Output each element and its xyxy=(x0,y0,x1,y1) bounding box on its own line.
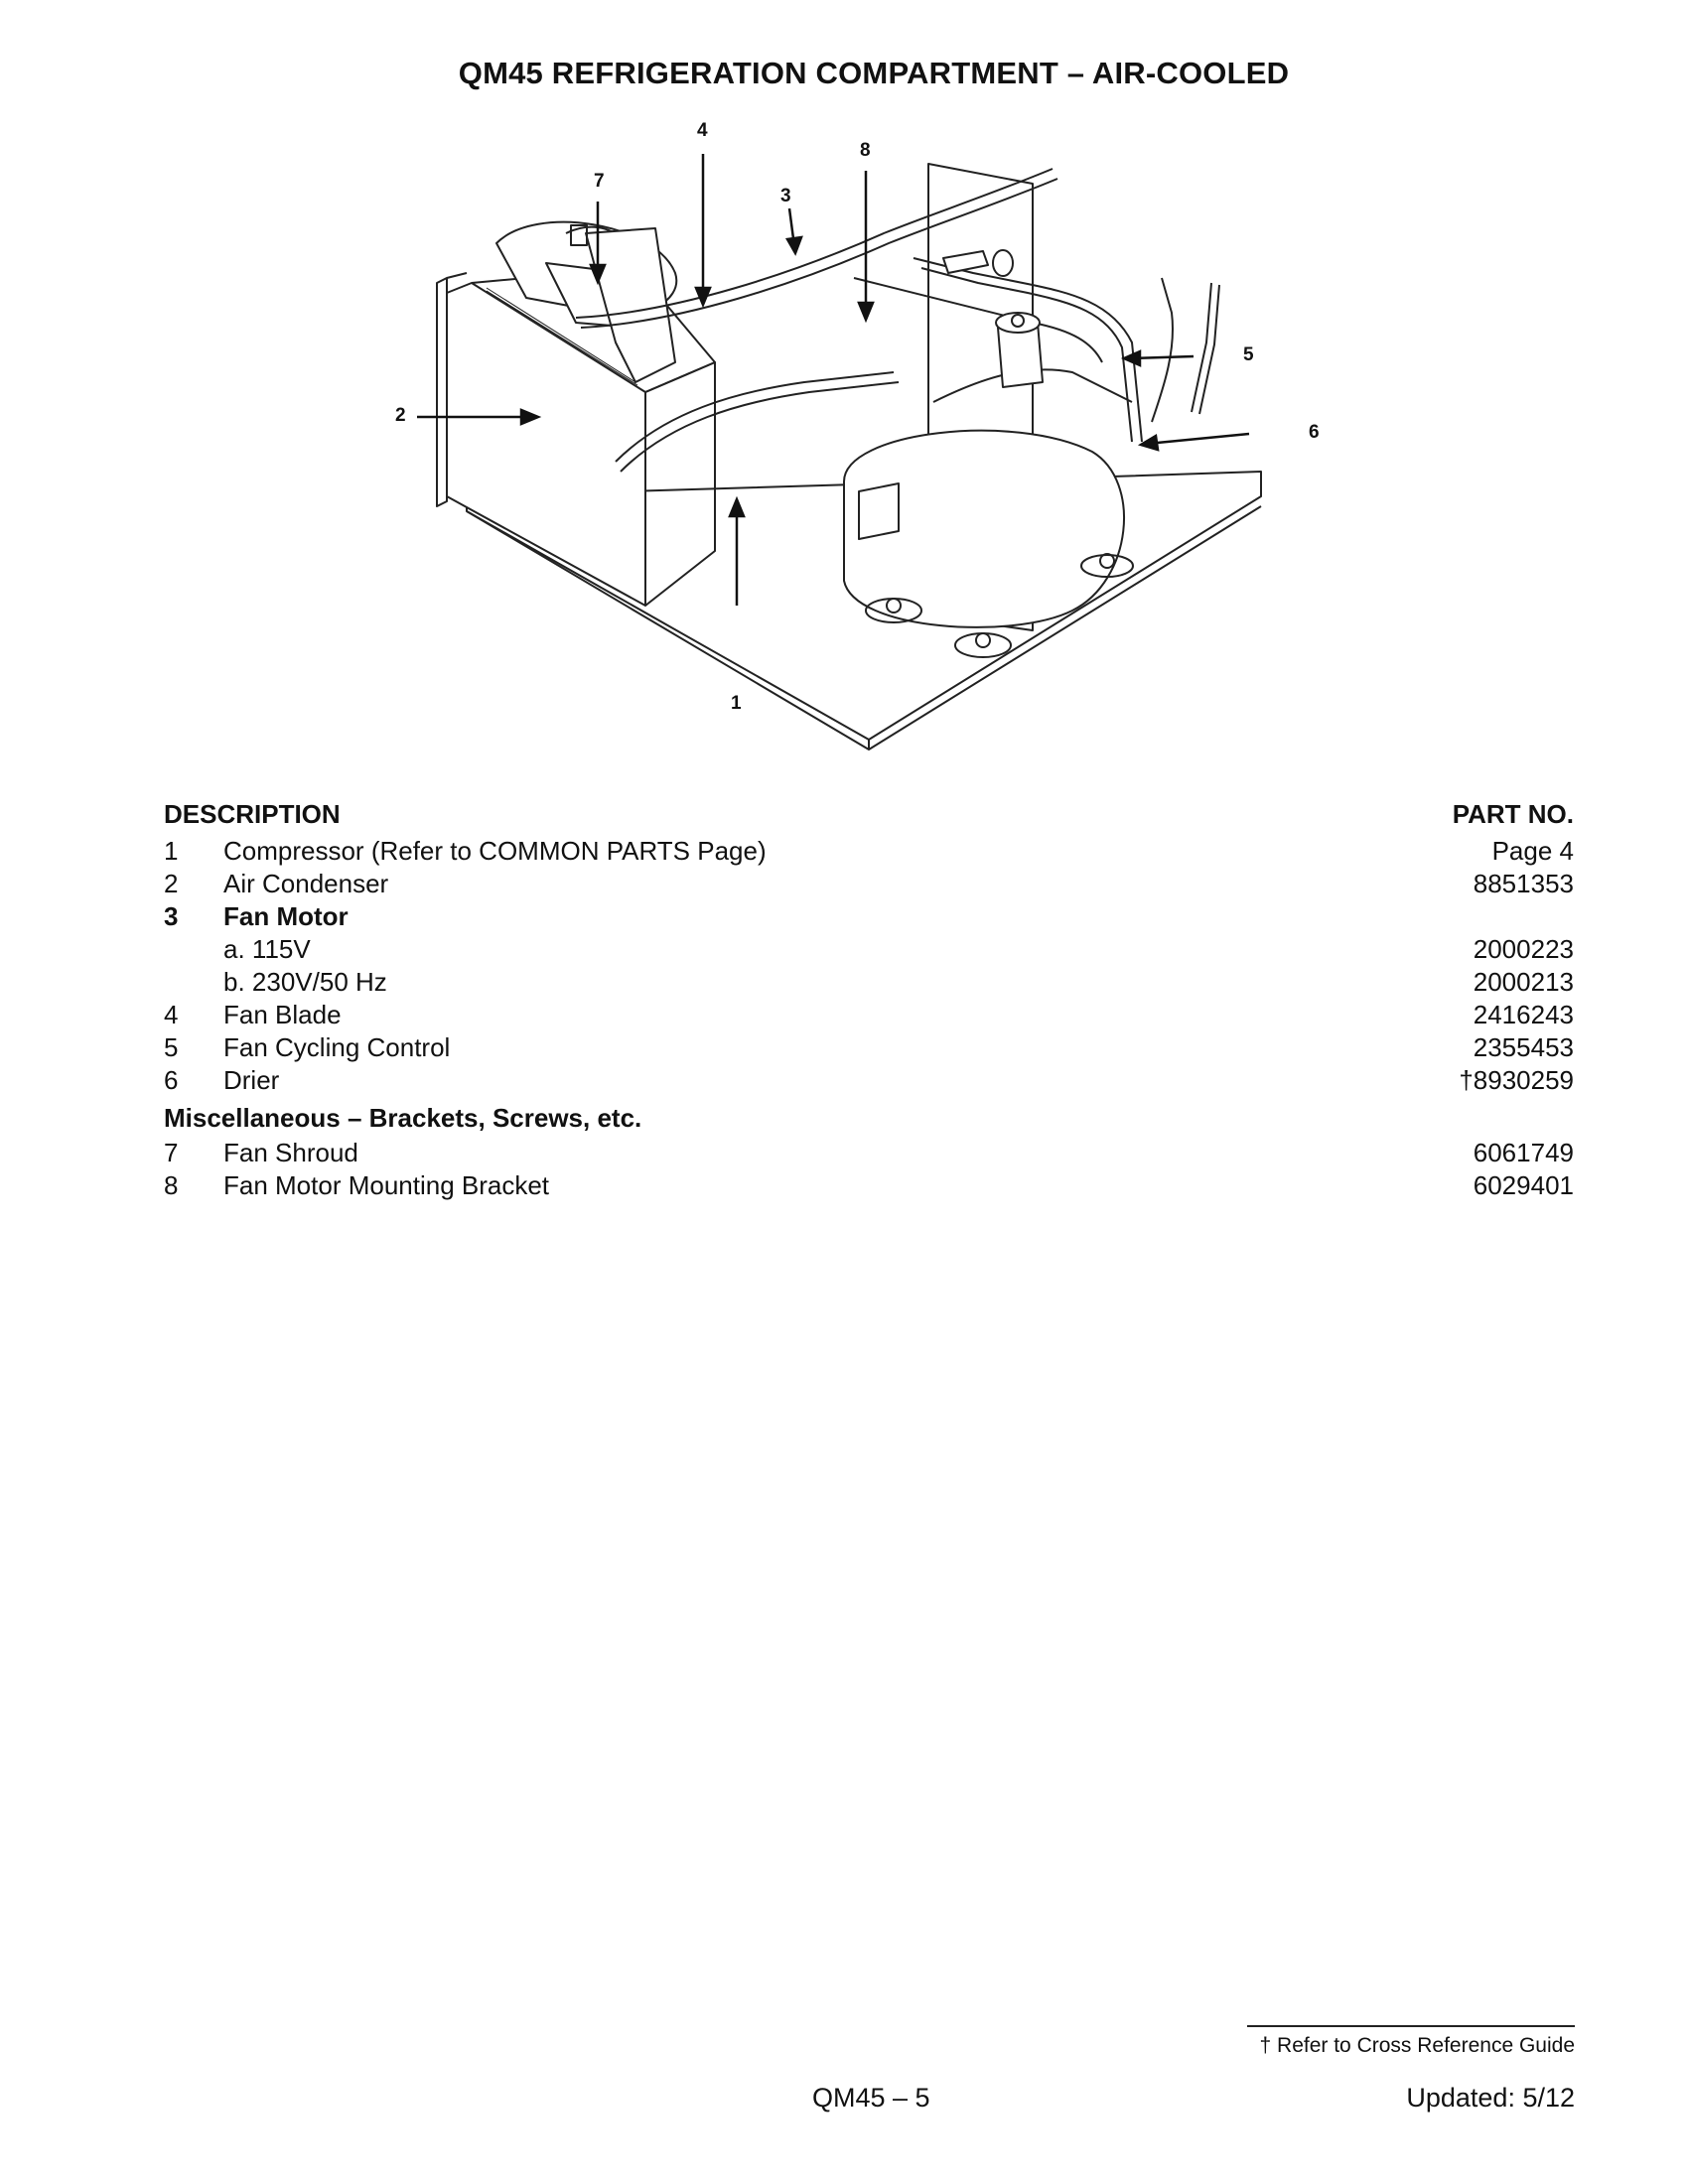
footnote: † Refer to Cross Reference Guide xyxy=(1259,2034,1575,2057)
item-number: 4 xyxy=(164,1000,179,1029)
part-number: †8930259 xyxy=(1459,1065,1574,1095)
item-number: 6 xyxy=(164,1065,179,1095)
callout-2: 2 xyxy=(395,405,406,426)
item-number: 3 xyxy=(164,901,179,931)
section-heading-misc: Miscellaneous – Brackets, Screws, etc. xyxy=(164,1103,642,1133)
callout-5: 5 xyxy=(1243,344,1254,365)
refrigeration-compartment-diagram xyxy=(417,154,1262,751)
part-number: 2355453 xyxy=(1473,1032,1574,1062)
item-description: Fan Cycling Control xyxy=(223,1031,457,1064)
parts-list: DESCRIPTION PART NO. 1 .................… xyxy=(164,799,1574,1202)
description-header: DESCRIPTION xyxy=(164,799,341,829)
part-number: 6029401 xyxy=(1473,1170,1574,1200)
part-row: 4 ......................................… xyxy=(164,999,1574,1031)
item-number: 1 xyxy=(164,836,179,866)
part-row: ........................................… xyxy=(223,933,1574,966)
part-row: 2 ......................................… xyxy=(164,868,1574,900)
parts-list-header: DESCRIPTION PART NO. xyxy=(164,799,1574,835)
item-description: Compressor (Refer to COMMON PARTS Page) xyxy=(223,835,773,868)
part-row: 8 ......................................… xyxy=(164,1169,1574,1202)
part-number: 2416243 xyxy=(1473,1000,1574,1029)
part-number: Page 4 xyxy=(1491,836,1574,866)
item-number: 5 xyxy=(164,1032,179,1062)
part-no-header: PART NO. xyxy=(1452,799,1574,829)
part-number: 2000213 xyxy=(1473,967,1574,997)
item-description: Fan Motor Mounting Bracket xyxy=(223,1169,556,1202)
item-description: b. 230V/50 Hz xyxy=(223,966,393,999)
part-row: 5 ......................................… xyxy=(164,1031,1574,1064)
callout-7: 7 xyxy=(594,171,605,192)
callout-6: 6 xyxy=(1309,422,1320,443)
item-description: a. 115V xyxy=(223,933,317,966)
item-description: Drier xyxy=(223,1064,286,1097)
item-number: 2 xyxy=(164,869,179,898)
part-row: 3 Fan Motor xyxy=(164,900,1574,933)
item-description: Fan Motor xyxy=(223,900,354,933)
callout-8: 8 xyxy=(860,140,871,161)
page-title: QM45 REFRIGERATION COMPARTMENT – AIR-COO… xyxy=(458,56,1290,90)
item-description: Fan Shroud xyxy=(223,1137,364,1169)
callout-1: 1 xyxy=(731,693,742,714)
part-row: 1 ......................................… xyxy=(164,835,1574,868)
callout-4: 4 xyxy=(697,120,708,141)
part-row: 6 ......................................… xyxy=(164,1064,1574,1097)
updated-date: Updated: 5/12 xyxy=(1406,2083,1575,2113)
item-description: Fan Blade xyxy=(223,999,348,1031)
part-number: 2000223 xyxy=(1473,934,1574,964)
part-number: 6061749 xyxy=(1473,1138,1574,1167)
callout-3: 3 xyxy=(780,186,791,206)
part-row: 7 ......................................… xyxy=(164,1137,1574,1169)
page-number: QM45 – 5 xyxy=(812,2083,930,2113)
part-row: ........................................… xyxy=(223,966,1574,999)
item-number: 8 xyxy=(164,1170,179,1200)
item-description: Air Condenser xyxy=(223,868,395,900)
item-number: 7 xyxy=(164,1138,179,1167)
part-number: 8851353 xyxy=(1473,869,1574,898)
footnote-rule xyxy=(1247,2025,1575,2027)
